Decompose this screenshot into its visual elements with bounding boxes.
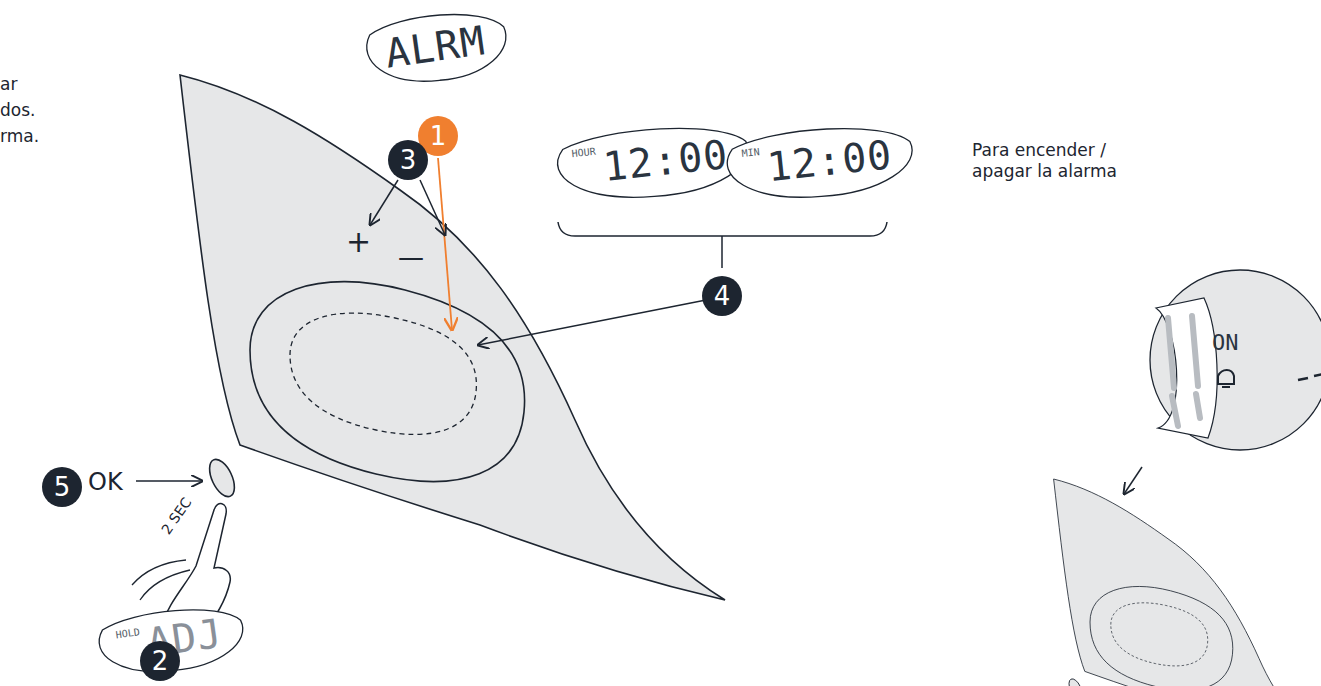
lcd-display: ALRM	[356, 2, 515, 92]
instruction-text: ar	[0, 74, 17, 94]
hold-time: 2 SEC	[158, 495, 195, 538]
callout-number: 1	[430, 123, 447, 149]
display-text: ON	[1212, 330, 1239, 355]
button-name: OK	[88, 468, 123, 496]
button-symbol: —	[398, 242, 424, 272]
callout-number: 3	[400, 147, 417, 173]
instruction-text: dos.	[0, 100, 35, 120]
lcd-display: HOUR12:00	[545, 115, 757, 208]
node-outline	[1148, 268, 1321, 452]
display-text: MIN	[741, 146, 760, 159]
lcd-display: MIN12:00	[715, 116, 921, 208]
callout-circle: 4	[702, 276, 742, 316]
callout-circle: 3	[388, 140, 428, 180]
instruction-text: Para encender / apagar la alarma	[972, 140, 1162, 183]
instruction-text: rma.	[0, 126, 39, 146]
zoom-display: ON	[1148, 268, 1321, 452]
callout-number: 5	[54, 474, 71, 500]
callout-number: 2	[152, 648, 169, 674]
callout-circle: 2	[140, 641, 180, 681]
callout-circle: 5	[42, 467, 82, 507]
callout-number: 4	[714, 283, 731, 309]
button-symbol: +	[346, 224, 371, 259]
